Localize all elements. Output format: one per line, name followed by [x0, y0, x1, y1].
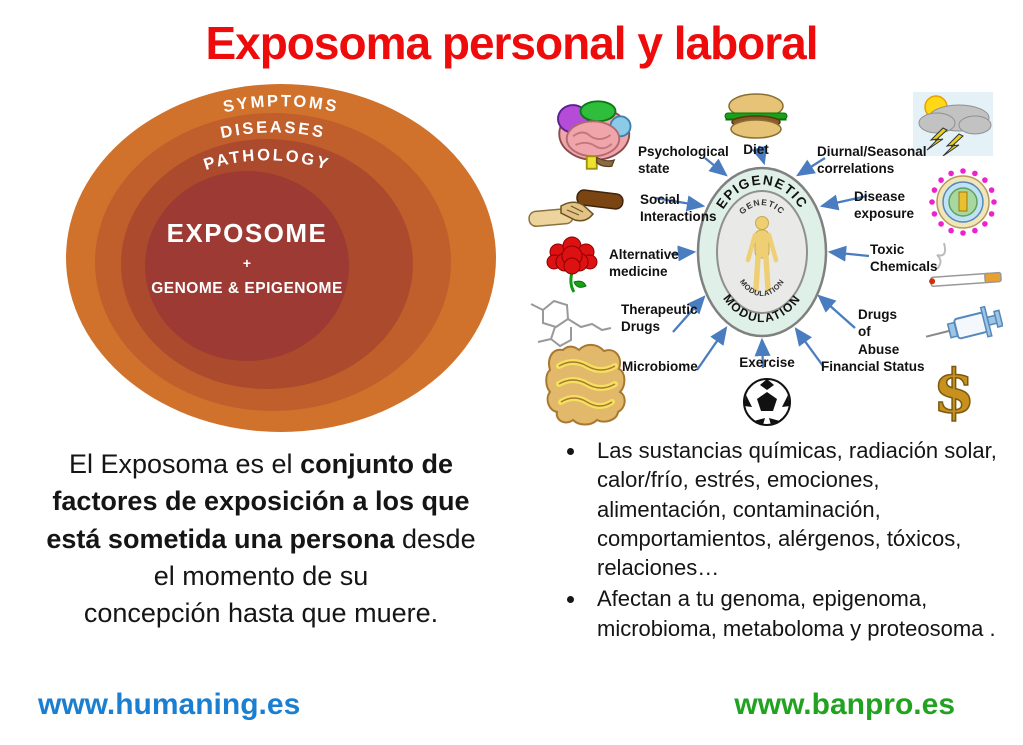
arrow-drugs-abuse — [817, 294, 856, 329]
burger-icon — [720, 92, 792, 140]
factor-label-drugs-of-abuse: Drugs of Abuse — [858, 307, 900, 357]
bullet-item: Afectan a tu genoma, epigenoma, microbio… — [587, 584, 1009, 643]
cigarette-icon — [923, 241, 1007, 295]
weather-icon — [913, 92, 993, 157]
ring-core — [145, 171, 349, 361]
arrow-social — [654, 195, 706, 212]
arrow-diurnal — [796, 157, 826, 177]
exposome-core-title: EXPOSOME — [167, 218, 328, 248]
humaning-url[interactable]: www.humaning.es — [38, 688, 301, 721]
factor-label-disease-exposure: Disease exposure — [854, 189, 915, 222]
banpro-url[interactable]: www.banpro.es — [734, 688, 955, 721]
factor-label-financial-status: Financial Status — [821, 359, 925, 374]
bullet-list: Las sustancias químicas, radiación solar… — [551, 436, 1009, 645]
factor-label-therapeutic-drugs: Therapeutic Drugs — [621, 302, 698, 335]
dollar-icon: $ — [927, 356, 982, 428]
arrow-financial — [794, 327, 824, 367]
factor-label-toxic-chemicals: Toxic Chemicals — [870, 242, 938, 275]
ring-label-diseases: DISEASES — [219, 118, 327, 142]
exposome-rings-diagram: SYMPTOMS DISEASES PATHOLOGY EXPOSOME + G… — [66, 84, 496, 432]
definition-line: El Exposoma es el conjunto de — [68, 449, 454, 479]
rose-icon — [541, 234, 603, 296]
handshake-icon — [527, 184, 625, 236]
factor-label-psychological-state: Psychological state — [638, 144, 729, 177]
factor-label-diet: Diet — [743, 142, 769, 157]
factor-label-alternative-medicine: Alternative medicine — [609, 247, 679, 280]
definition-line: está sometida una persona desde — [46, 523, 476, 554]
exposome-definition: El Exposoma es el conjunto de factores d… — [25, 446, 497, 632]
arrow-exercise — [754, 337, 771, 369]
arrow-therapeutic — [672, 295, 706, 333]
molecule-icon — [527, 292, 617, 354]
factor-label-social-interactions: Social Interactions — [640, 192, 717, 225]
factor-arrows — [654, 145, 870, 371]
arrow-psychological — [704, 157, 728, 177]
arrow-diet — [751, 145, 768, 166]
exposome-core-plus: + — [243, 255, 251, 271]
epigenetic-diagram: EPIGENETIC MODULATION GENETIC MODULATION — [525, 88, 1017, 433]
arrow-disease — [819, 194, 868, 211]
exposome-core-subtitle: GENOME & EPIGENOME — [151, 280, 343, 297]
bullet-item: Las sustancias químicas, radiación solar… — [587, 436, 1009, 582]
svg-text:$: $ — [933, 357, 975, 424]
factor-label-microbiome: Microbiome — [622, 359, 698, 374]
human-figure — [745, 216, 779, 292]
arrow-microbiome — [696, 326, 728, 371]
factor-label-diurnal-seasonal: Diurnal/Seasonal correlations — [817, 144, 927, 177]
epigenetic-center-graphic: EPIGENETIC MODULATION GENETIC MODULATION — [654, 145, 870, 371]
brain-icon — [553, 92, 633, 178]
arrow-toxic — [827, 245, 870, 262]
soccer-icon — [741, 376, 793, 428]
intestine-icon — [541, 342, 629, 426]
arrow-alt-medicine — [670, 245, 697, 262]
definition-line: el momento de su — [153, 560, 369, 591]
syringe-icon — [921, 296, 1004, 358]
page-title: Exposoma personal y laboral — [205, 17, 818, 69]
definition-line: concepción hasta que muere. — [83, 598, 439, 628]
virus-icon — [927, 166, 999, 238]
factor-label-exercise: Exercise — [739, 355, 795, 370]
definition-line: factores de exposición a los que — [52, 486, 470, 517]
